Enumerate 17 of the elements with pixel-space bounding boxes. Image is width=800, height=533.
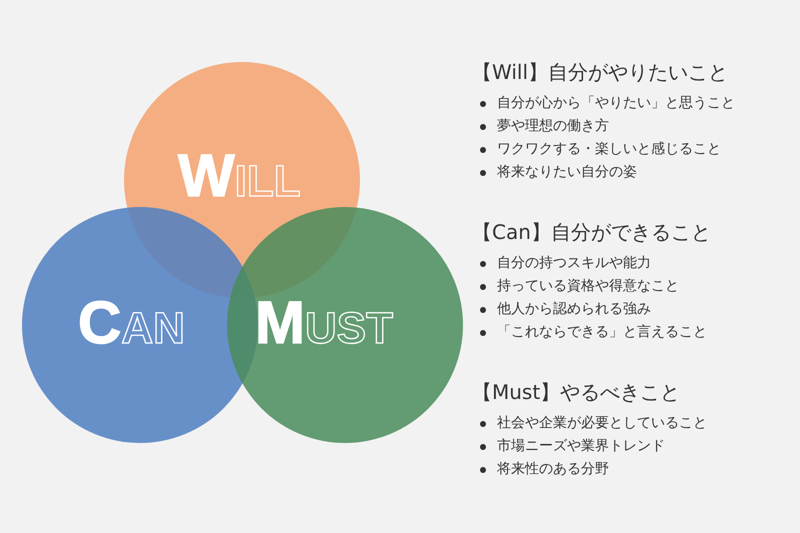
bullet-text: ワクワクする・楽しいと感じること bbox=[497, 142, 721, 156]
section-heading: 【Can】自分ができること bbox=[472, 222, 711, 242]
circle-label: CAN bbox=[78, 293, 185, 353]
circle-label: WILL bbox=[178, 146, 301, 206]
circle-label: MUST bbox=[255, 293, 393, 353]
bullet-text: 他人から認められる強み bbox=[497, 302, 651, 316]
section-heading: 【Must】やるべきこと bbox=[472, 382, 680, 402]
bullet-text: 持っている資格や得意なこと bbox=[497, 279, 679, 293]
bullet-text: 自分が心から「やりたい」と思うこと bbox=[497, 96, 735, 110]
bullet-text: 夢や理想の働き方 bbox=[497, 119, 609, 133]
section-heading: 【Will】自分がやりたいこと bbox=[472, 62, 728, 82]
bullet-text: 社会や企業が必要としていること bbox=[497, 416, 707, 430]
bullet-text: 市場ニーズや業界トレンド bbox=[497, 439, 665, 453]
bullet-text: 「これならできる」と言えること bbox=[497, 325, 707, 339]
bullet-text: 将来なりたい自分の姿 bbox=[497, 165, 637, 179]
bullet-text: 将来性のある分野 bbox=[497, 462, 609, 476]
bullet-text: 自分の持つスキルや能力 bbox=[497, 256, 651, 270]
